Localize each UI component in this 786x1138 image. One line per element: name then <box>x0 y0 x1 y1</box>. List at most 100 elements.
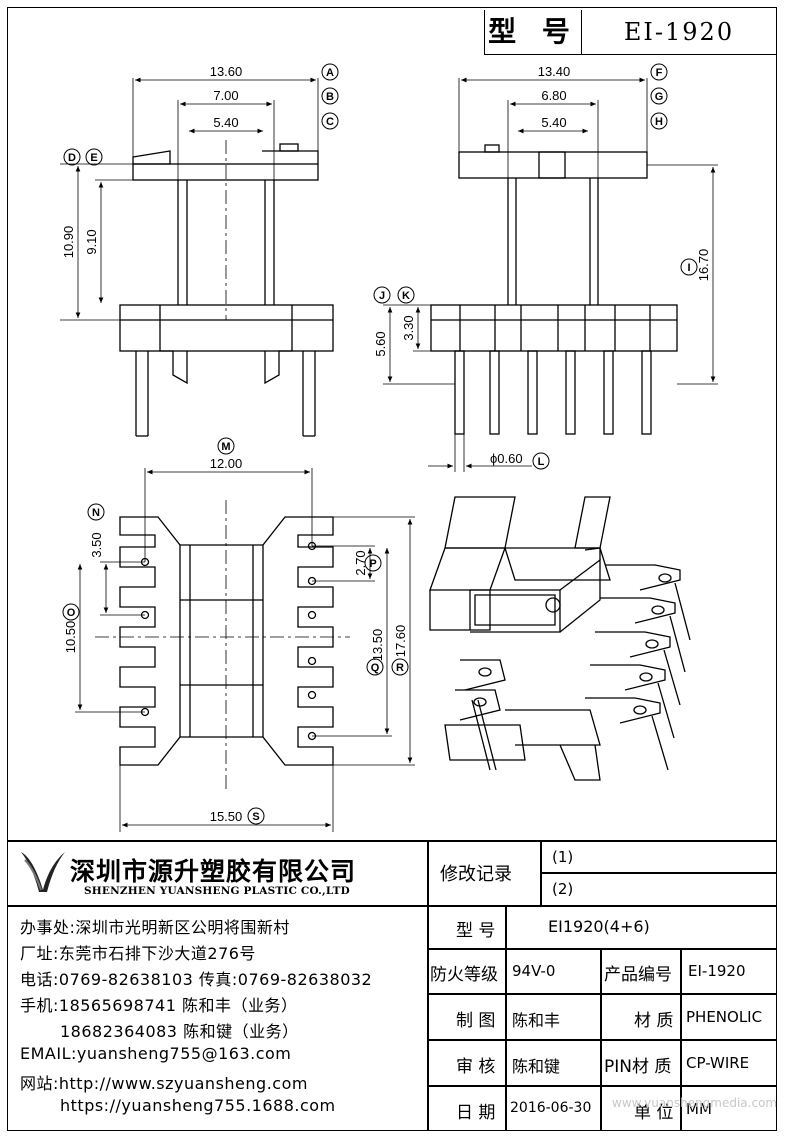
svg-text:Q: Q <box>371 662 380 674</box>
company-name-en: SHENZHEN YUANSHENG PLASTIC CO.,LTD <box>84 885 350 897</box>
svg-text:K: K <box>402 290 410 302</box>
header-model-value: EI-1920 <box>623 18 735 46</box>
markers: A B C D E F G H I J K L M N O P Q R S <box>62 63 698 825</box>
svg-text:E: E <box>90 152 97 164</box>
svg-text:O: O <box>67 607 76 619</box>
pin-holes-right <box>307 541 317 741</box>
marker-p: P <box>364 554 382 572</box>
marker-b: B <box>321 87 339 105</box>
revision-2: (2) <box>552 880 574 898</box>
dim-5-40-front: 5.40 <box>213 115 238 130</box>
svg-text:S: S <box>252 811 259 823</box>
marker-o: O <box>62 603 80 621</box>
revision-1: (1) <box>552 848 574 866</box>
svg-text:F: F <box>656 67 663 79</box>
model-label: 型 号 <box>456 921 496 941</box>
technical-drawing: 13.60 7.00 5.40 13.40 6.80 5.40 10.90 9.… <box>60 63 718 832</box>
fire-rating-value: 94V-0 <box>512 962 556 980</box>
dim-15-50: 15.50 <box>210 809 243 824</box>
marker-f: F <box>650 63 668 81</box>
dim-5-60: 5.60 <box>373 331 388 356</box>
product-no-value: EI-1920 <box>688 962 746 980</box>
pin-material-value: CP-WIRE <box>686 1054 750 1072</box>
dim-3-50: 3.50 <box>89 532 104 557</box>
marker-l: L <box>532 452 550 470</box>
marker-j: J <box>373 286 391 304</box>
dim-13-60: 13.60 <box>210 64 243 79</box>
svg-text:G: G <box>655 91 664 103</box>
model-value: EI1920(4+6) <box>548 917 650 936</box>
company-name: 深圳市源升塑胶有限公司 <box>70 857 357 886</box>
dimension-texts: 13.60 7.00 5.40 13.40 6.80 5.40 10.90 9.… <box>61 64 711 824</box>
marker-r: R <box>391 658 409 676</box>
marker-e: E <box>85 148 103 166</box>
dim-9-10: 9.10 <box>84 229 99 254</box>
dim-13-40: 13.40 <box>538 64 571 79</box>
factory-address: 厂址:东莞市石排下沙大道276号 <box>20 944 256 963</box>
mobile-1: 手机:18565698741 陈和丰（业务） <box>20 996 298 1015</box>
material-label: 材 质 <box>634 1011 674 1031</box>
dim-16-70: 16.70 <box>696 249 711 282</box>
svg-text:I: I <box>687 262 690 274</box>
website-1[interactable]: 网站:http://www.szyuansheng.com <box>20 1074 308 1093</box>
marker-s: S <box>247 807 265 825</box>
svg-text:J: J <box>379 290 385 302</box>
marker-n: N <box>87 503 105 521</box>
svg-text:A: A <box>326 67 334 79</box>
marker-m: M <box>217 437 235 455</box>
svg-text:H: H <box>655 116 663 128</box>
dim-7-00: 7.00 <box>213 88 238 103</box>
svg-text:B: B <box>326 91 334 103</box>
drawing-sheet <box>7 7 777 1131</box>
date-label: 日 期 <box>456 1103 496 1123</box>
dim-6-80: 6.80 <box>541 88 566 103</box>
side-pins <box>454 350 652 435</box>
svg-text:M: M <box>221 441 230 453</box>
unit-value: MM <box>686 1100 712 1118</box>
office-address: 办事处:深圳市光明新区公明将围新村 <box>20 918 290 937</box>
svg-text:N: N <box>92 507 100 519</box>
header-model-box: 型 号 EI-1920 <box>484 10 777 55</box>
marker-d: D <box>63 148 81 166</box>
material-value: PHENOLIC <box>686 1008 763 1026</box>
dim-3-30: 3.30 <box>401 315 416 340</box>
checked-by-label: 审 核 <box>456 1057 496 1077</box>
dim-13-50: 13.50 <box>370 629 385 662</box>
phone-fax: 电话:0769-82638103 传真:0769-82638032 <box>20 970 373 989</box>
email[interactable]: EMAIL:yuansheng755@163.com <box>20 1044 292 1063</box>
date-value: 2016-06-30 <box>510 1100 592 1116</box>
marker-h: H <box>650 112 668 130</box>
svg-text:C: C <box>326 116 334 128</box>
marker-q: Q <box>366 658 384 676</box>
marker-c: C <box>321 112 339 130</box>
header-model-label: 型 号 <box>485 10 582 54</box>
mobile-2: 18682364083 陈和键（业务） <box>60 1022 299 1041</box>
product-no-label: 产品编号 <box>604 965 672 985</box>
isometric-view <box>429 496 691 781</box>
unit-label: 单 位 <box>634 1103 674 1123</box>
marker-a: A <box>321 63 339 81</box>
dim-0-60: ϕ0.60 <box>490 451 523 466</box>
front-view <box>119 140 334 437</box>
watermark: www.yuanshengmedia.com <box>612 1096 778 1110</box>
drawn-by-value: 陈和丰 <box>512 1011 561 1030</box>
side-view <box>430 144 678 435</box>
marker-g: G <box>650 87 668 105</box>
dim-10-90: 10.90 <box>61 226 76 259</box>
drawn-by-label: 制 图 <box>456 1011 496 1031</box>
website-2[interactable]: https://yuansheng755.1688.com <box>60 1096 336 1115</box>
dim-10-50: 10.50 <box>63 621 78 654</box>
svg-text:P: P <box>369 558 376 570</box>
dim-17-60: 17.60 <box>393 625 408 658</box>
company-logo-icon <box>21 852 65 892</box>
svg-text:R: R <box>396 662 404 674</box>
iso-pins-left <box>455 659 506 771</box>
marker-k: K <box>397 286 415 304</box>
marker-i: I <box>680 258 698 276</box>
dim-12-00: 12.00 <box>210 456 243 471</box>
svg-text:D: D <box>68 152 76 164</box>
fire-rating-label: 防火等级 <box>430 965 498 985</box>
checked-by-value: 陈和键 <box>512 1057 561 1076</box>
dim-5-40-side: 5.40 <box>541 115 566 130</box>
pin-material-label: PIN材 质 <box>604 1057 672 1077</box>
